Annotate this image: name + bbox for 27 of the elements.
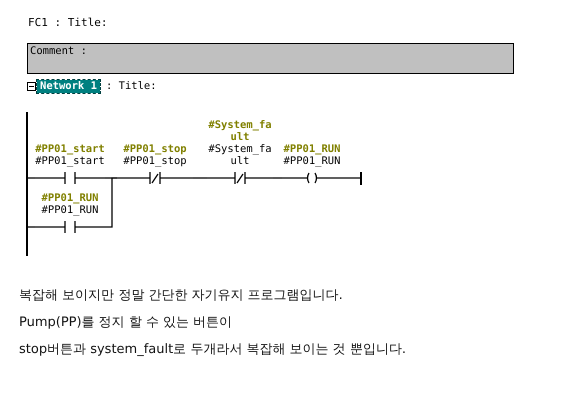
- note-text: Pump(PP)를 정지 할 수 있는 버튼이: [19, 314, 232, 331]
- rung-wire: [105, 177, 117, 228]
- rung-wire: [342, 177, 360, 179]
- contact-element: [207, 119, 273, 185]
- operand-name: #PP01_start: [35, 155, 105, 167]
- symbol-name: #PP01_RUN: [40, 192, 100, 204]
- operand-name: #PP01_RUN: [40, 204, 100, 216]
- contact-element: [117, 143, 193, 185]
- note-text: stop버튼과 system_fault로 두개라서 복잡해 보이는 것 뿐입니다.: [19, 341, 406, 358]
- rung-wire: [193, 177, 207, 179]
- symbol-name: #System_fault: [207, 119, 273, 143]
- network-title: : Title:: [106, 80, 157, 93]
- coil-element: [282, 143, 342, 185]
- contact-element: [35, 143, 105, 185]
- symbol-name: #PP01_RUN: [282, 143, 342, 155]
- symbol-name: #PP01_stop: [122, 143, 188, 155]
- rung-wire: [273, 177, 282, 179]
- operand-name: #PP01_RUN: [282, 155, 342, 167]
- comment-text: Comment :: [30, 45, 87, 57]
- contact-element: [35, 192, 105, 234]
- operand-name: #System_fault: [207, 143, 273, 167]
- symbol-name: #PP01_start: [35, 143, 105, 155]
- operand-name: #PP01_stop: [122, 155, 188, 167]
- block-title: FC1 : Title:: [28, 16, 108, 29]
- note-text: 복잡해 보이지만 정말 간단한 자기유지 프로그램입니다.: [19, 287, 343, 304]
- network-badge: Network 1: [37, 80, 100, 93]
- comment-box: [27, 43, 514, 74]
